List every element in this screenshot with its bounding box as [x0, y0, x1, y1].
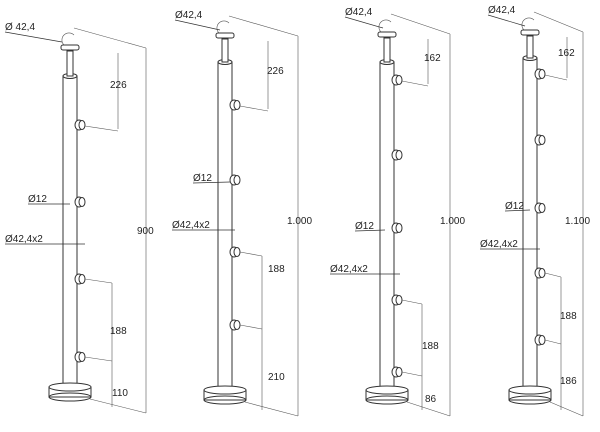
post3-bar-holder-face [395, 367, 403, 377]
leader-line [174, 19, 221, 31]
post4-top-ext [533, 11, 584, 33]
post3-top-dim-ext [401, 80, 429, 87]
post1-bottom-label: 110 [112, 388, 128, 399]
post1-tube-label: Ø42,4x2 [5, 234, 43, 245]
post3-bar-holder-face [395, 150, 403, 160]
post4-height-label: 1.100 [565, 216, 590, 227]
post1-base-bottom [48, 392, 92, 402]
post4-stem [526, 35, 534, 59]
post2-tube [217, 61, 233, 393]
post4-tube-label: Ø42,4x2 [480, 239, 518, 250]
post2-bar-holder-face [233, 247, 241, 257]
leader-line [344, 16, 384, 29]
post1-bottom-ext [89, 398, 147, 414]
post3-bottom-ext [406, 401, 451, 417]
post1-saddle [60, 44, 80, 51]
post2-knob-diameter-label: Ø12 [193, 173, 212, 184]
leader-line [192, 181, 231, 184]
post2-base-bottom [203, 395, 247, 405]
post3-handrail-arc [378, 19, 392, 33]
post2-base-top [203, 385, 247, 395]
post1-spacing-label: 188 [110, 326, 127, 337]
post2-bar-holder-face [233, 100, 241, 110]
post3-stem [383, 37, 391, 63]
post3-bottom-label: 86 [425, 394, 437, 405]
post4-top-dimension-label: 162 [558, 48, 575, 59]
post2-bottom-ext [244, 401, 299, 417]
post1-bar-holder-face [78, 352, 86, 362]
post2-tube-label: Ø42,4x2 [172, 220, 210, 231]
post4-base-top [508, 385, 552, 395]
post2-top-ext [228, 15, 299, 37]
post1-last-ext [84, 356, 113, 362]
post2-last-ext [239, 324, 263, 330]
post1-knob-diameter-label: Ø12 [28, 194, 47, 205]
post4-top-dim-ext [544, 74, 568, 81]
post1-top-diameter-label: Ø 42,4 [5, 22, 35, 33]
post4-bar-holder-face [538, 135, 546, 145]
post3-base-bottom [365, 395, 409, 405]
post2-height-label: 1.000 [287, 216, 312, 227]
leader-line [504, 209, 531, 212]
post2-top-diameter-label: Ø42,4 [175, 10, 203, 21]
post3-bar-holder-face [395, 223, 403, 233]
post1-top-dim-ext [84, 125, 119, 132]
post4-bottom-label: 186 [560, 376, 577, 387]
post3-spacing-label: 188 [422, 341, 439, 352]
post4-spacing-label: 188 [560, 311, 577, 322]
post1-stem [66, 50, 74, 77]
post4-base-bottom [508, 395, 552, 405]
post2-stem [221, 38, 229, 63]
leader-line [4, 31, 63, 43]
post3-height-label: 1.000 [440, 216, 465, 227]
post3-top-ext [390, 13, 451, 35]
post4-handrail-arc [521, 17, 535, 31]
post3-top-dimension-label: 162 [424, 53, 441, 64]
post1-top-dimension-label: 226 [110, 80, 127, 91]
post2-bar-holder-face [233, 175, 241, 185]
leader-line [354, 229, 386, 232]
post4-bar-holder-face [538, 69, 546, 79]
post4-bar-holder-face [538, 203, 546, 213]
post3-knob-diameter-label: Ø12 [355, 221, 374, 232]
post4-saddle [520, 29, 540, 36]
post1-bar-holder-face [78, 120, 86, 130]
post4-bar-holder-face [538, 335, 546, 345]
post1-spacing-ext [84, 278, 113, 284]
post2-bar-holder-face [233, 320, 241, 330]
post3-top-diameter-label: Ø42,4 [345, 7, 373, 18]
post3-bar-holder-face [395, 295, 403, 305]
leader-line [487, 14, 526, 27]
post4-last-ext [544, 339, 562, 345]
post2-top-dimension-label: 226 [267, 66, 284, 77]
post3-spacing-ext [401, 299, 423, 305]
post2-spacing-label: 188 [268, 264, 285, 275]
post1-top-ext [73, 27, 147, 49]
post4-bottom-ext [549, 401, 584, 417]
post2-saddle [215, 32, 235, 39]
post1-bar-holder-face [78, 274, 86, 284]
post1-handrail-arc [61, 32, 75, 46]
post4-knob-diameter-label: Ø12 [505, 201, 524, 212]
post1-bar-holder-face [78, 197, 86, 207]
post4-spacing-ext [544, 272, 562, 278]
post4-top-diameter-label: Ø42,4 [488, 5, 516, 16]
post3-bar-holder-face [395, 75, 403, 85]
post2-bottom-label: 210 [268, 372, 285, 383]
post3-base-top [365, 385, 409, 395]
post1-base-top [48, 382, 92, 392]
post2-top-dim-ext [239, 105, 269, 112]
post3-last-ext [401, 371, 423, 377]
post2-handrail-arc [216, 20, 230, 34]
post3-tube-label: Ø42,4x2 [330, 264, 368, 275]
post2-spacing-ext [239, 251, 263, 257]
post4-bar-holder-face [538, 268, 546, 278]
post3-saddle [377, 31, 397, 38]
post1-height-label: 900 [137, 226, 154, 237]
